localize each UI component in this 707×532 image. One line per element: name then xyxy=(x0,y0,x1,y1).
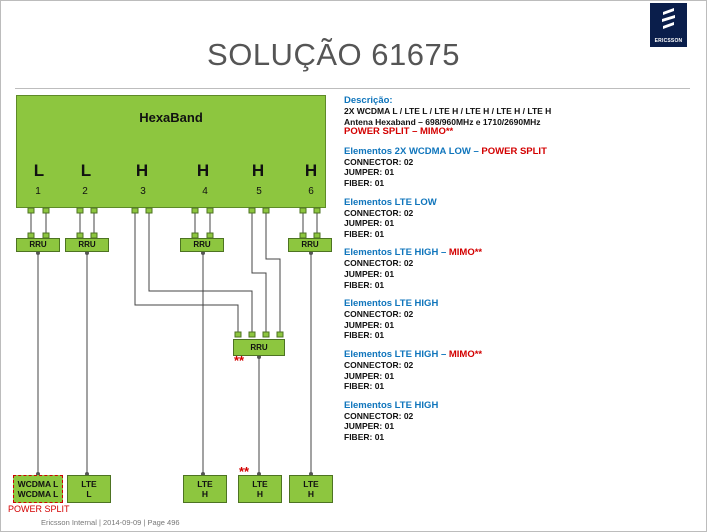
lte-high-3-label-1: LTE xyxy=(303,479,319,489)
section-highlight: MIMO** xyxy=(448,348,483,360)
element-list: Descrição: 2X WCDMA L / LTE L / LTE H / … xyxy=(344,95,704,450)
wcdma-label-1: WCDMA L xyxy=(17,479,59,489)
port-number-2: 2 xyxy=(82,186,88,197)
title-divider xyxy=(15,88,690,89)
rru-1: RRU xyxy=(16,238,60,252)
lte-high-box-2: LTE H xyxy=(238,475,282,503)
section-separator: – xyxy=(438,247,449,259)
rru-3: RRU xyxy=(180,238,224,252)
fiber-count: FIBER: 01 xyxy=(344,279,385,290)
page-title: SOLUÇÃO 61675 xyxy=(207,37,460,72)
ericsson-logo-icon xyxy=(662,8,675,29)
jumper-count: JUMPER: 01 xyxy=(344,167,395,178)
section-heading: Elementos LTE HIGH xyxy=(344,298,439,310)
lte-low-box: LTE L xyxy=(67,475,111,503)
section-heading: Elementos LTE LOW xyxy=(344,196,437,208)
hexaband-antenna: HexaBand L L H H H H 1 2 3 4 5 6 xyxy=(16,95,326,208)
band-label-6: H xyxy=(304,161,318,180)
description-line-2: Antena Hexaband – 698/960MHz e 1710/2690… xyxy=(344,116,541,127)
section-wcdma-low: Elementos 2X WCDMA LOW – POWER SPLIT CON… xyxy=(344,146,704,189)
section-lte-high-2: Elementos LTE HIGH CONNECTOR: 02 JUMPER:… xyxy=(344,400,704,443)
rru-4: RRU xyxy=(288,238,332,252)
wcdma-label-2: WCDMA L xyxy=(17,489,59,499)
port-number-3: 3 xyxy=(140,186,146,197)
port-number-1: 1 xyxy=(35,186,41,197)
fiber-count: FIBER: 01 xyxy=(344,177,385,188)
band-label-3: H xyxy=(135,161,149,180)
section-lte-high-1: Elementos LTE HIGH CONNECTOR: 02 JUMPER:… xyxy=(344,298,704,341)
lte-high-2-label-1: LTE xyxy=(252,479,268,489)
hexaband-label: HexaBand xyxy=(139,110,203,125)
section-highlight: MIMO** xyxy=(448,247,483,259)
jumper-count: JUMPER: 01 xyxy=(344,370,395,381)
band-label-4: H xyxy=(196,161,210,180)
connector-count: CONNECTOR: 02 xyxy=(344,359,414,370)
connector-count: CONNECTOR: 02 xyxy=(344,309,414,320)
lte-high-box-1: LTE H xyxy=(183,475,227,503)
footer: Ericsson Internal | 2014-09-09 | Page 49… xyxy=(41,518,180,527)
connector-count: CONNECTOR: 02 xyxy=(344,410,414,421)
band-label-5: H xyxy=(251,161,265,180)
description-section: Descrição: 2X WCDMA L / LTE L / LTE H / … xyxy=(344,95,704,138)
band-label-1: L xyxy=(33,161,45,180)
section-highlight: POWER SPLIT xyxy=(481,145,547,157)
lte-low-label-1: LTE xyxy=(81,479,97,489)
description-line-3: POWER SPLIT – MIMO** xyxy=(344,126,454,138)
mimo-marker: ** xyxy=(234,353,245,368)
rru-2: RRU xyxy=(65,238,109,252)
section-lte-low: Elementos LTE LOW CONNECTOR: 02 JUMPER: … xyxy=(344,197,704,240)
section-heading: Elementos LTE HIGH xyxy=(344,348,439,360)
lte-high-1-label-1: LTE xyxy=(197,479,213,489)
port-number-5: 5 xyxy=(256,186,262,197)
fiber-count: FIBER: 01 xyxy=(344,228,385,239)
description-line-1: 2X WCDMA L / LTE L / LTE H / LTE H / LTE… xyxy=(344,106,552,116)
section-lte-high-mimo-1: Elementos LTE HIGH – MIMO** CONNECTOR: 0… xyxy=(344,247,704,290)
lte-high-box-3: LTE H xyxy=(289,475,333,503)
fiber-count: FIBER: 01 xyxy=(344,330,385,341)
connector-count: CONNECTOR: 02 xyxy=(344,207,414,218)
lte-high-3-label-2: H xyxy=(307,489,315,499)
power-split-label: POWER SPLIT xyxy=(8,504,70,514)
rru-mimo: RRU xyxy=(233,339,285,356)
jumper-count: JUMPER: 01 xyxy=(344,319,395,330)
lte-high-1-label-2: H xyxy=(201,489,209,499)
port-number-4: 4 xyxy=(202,186,208,197)
section-separator: – xyxy=(470,145,482,157)
section-lte-high-mimo-2: Elementos LTE HIGH – MIMO** CONNECTOR: 0… xyxy=(344,349,704,392)
description-heading: Descrição: xyxy=(344,95,393,106)
fiber-count: FIBER: 01 xyxy=(344,431,385,442)
section-heading: Elementos 2X WCDMA LOW xyxy=(344,145,471,157)
section-heading: Elementos LTE HIGH xyxy=(344,399,439,411)
jumper-count: JUMPER: 01 xyxy=(344,421,395,432)
fiber-count: FIBER: 01 xyxy=(344,381,385,392)
lte-high-2-label-2: H xyxy=(256,489,264,499)
band-label-2: L xyxy=(80,161,92,180)
connector-count: CONNECTOR: 02 xyxy=(344,156,414,167)
mimo-marker-box: ** xyxy=(239,464,250,479)
jumper-count: JUMPER: 01 xyxy=(344,218,395,229)
section-heading: Elementos LTE HIGH xyxy=(344,247,439,259)
connector-count: CONNECTOR: 02 xyxy=(344,258,414,269)
wcdma-box: WCDMA L WCDMA L xyxy=(13,475,63,503)
lte-low-label-2: L xyxy=(86,489,92,499)
section-separator: – xyxy=(438,348,449,360)
ericsson-logo: ERICSSON xyxy=(650,3,687,47)
logo-text: ERICSSON xyxy=(654,38,683,44)
port-number-6: 6 xyxy=(308,186,314,197)
jumper-count: JUMPER: 01 xyxy=(344,268,395,279)
